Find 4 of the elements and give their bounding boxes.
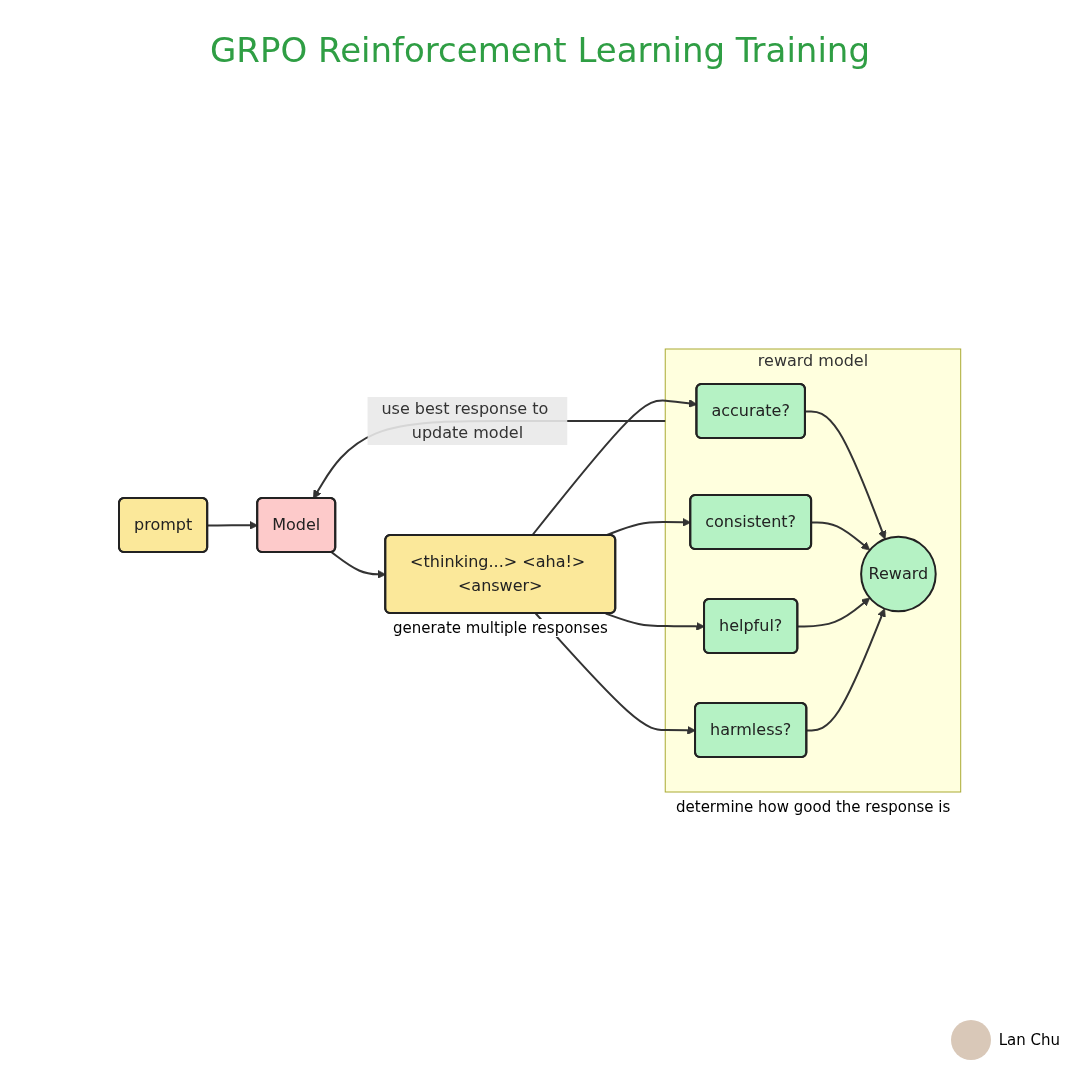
diagram-title: GRPO Reinforcement Learning Training [210, 30, 870, 70]
edge-label: use best response to update model [381, 398, 549, 442]
author-name: Lan Chu [998, 1031, 1060, 1049]
node-circle: Reward [860, 535, 937, 612]
